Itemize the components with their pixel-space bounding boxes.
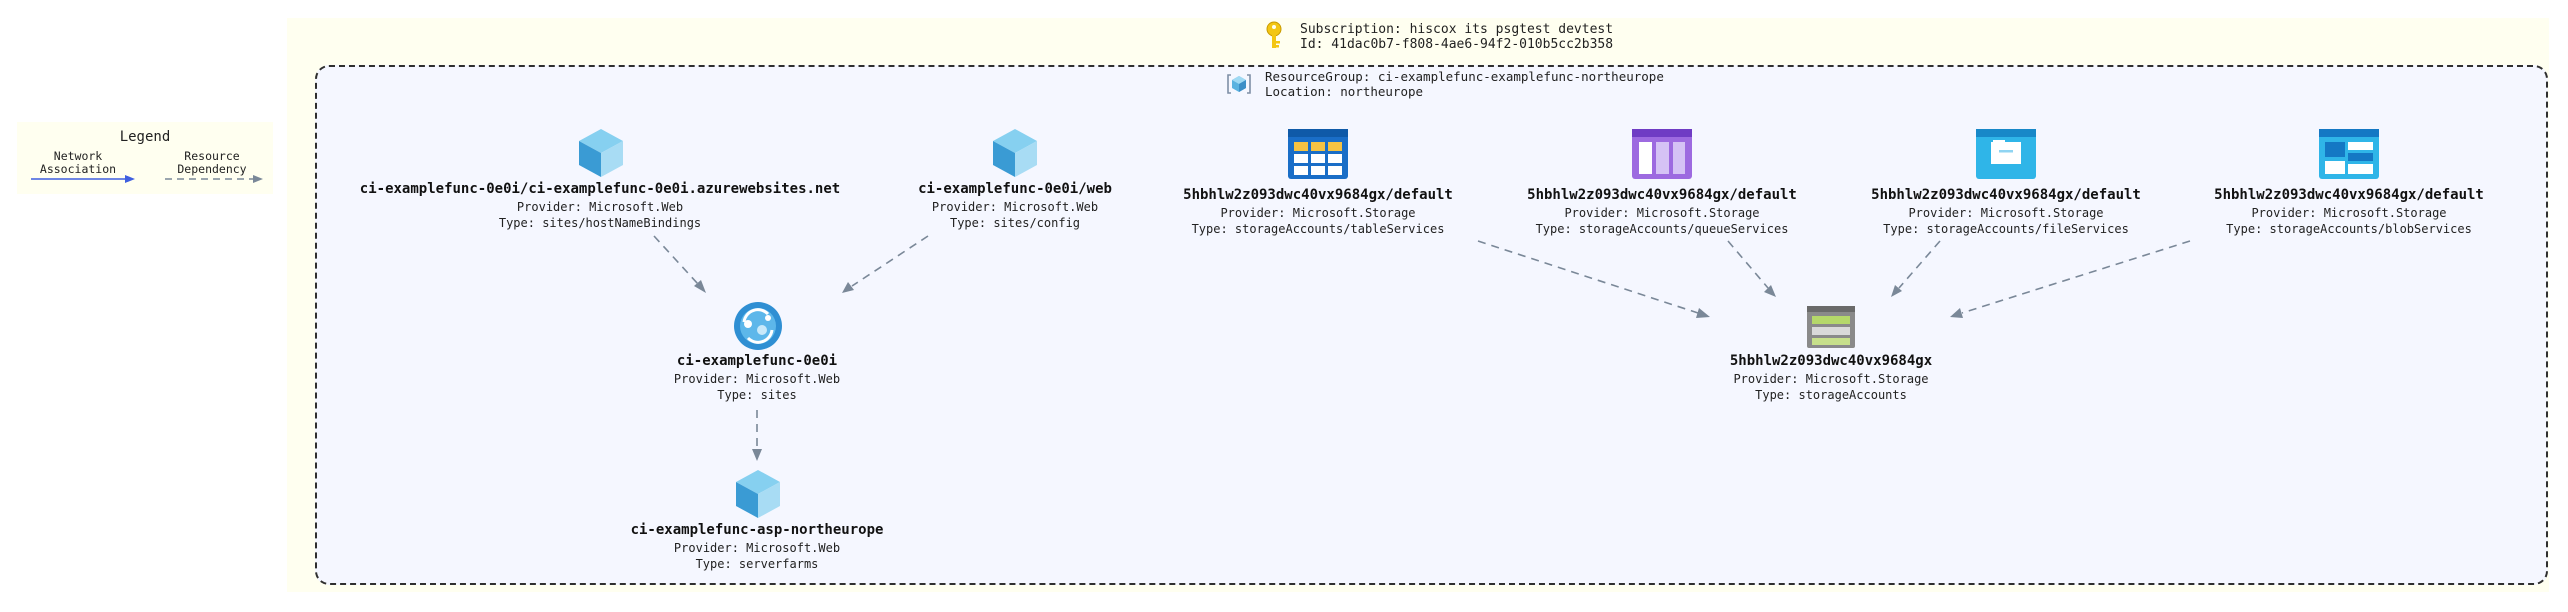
cube-icon — [736, 470, 780, 518]
edge-hostname-to-site — [653, 235, 699, 285]
edge-file-to-storage — [1898, 240, 1941, 289]
node-site-meta: Provider: Microsoft.Web Type: sites — [674, 371, 840, 403]
resource-group-icon — [1227, 74, 1251, 94]
node-type: Type: sites/hostNameBindings — [498, 216, 702, 230]
edge-queue-to-storage — [1727, 240, 1769, 289]
key-icon — [1266, 21, 1282, 48]
arrowhead — [1891, 285, 1902, 297]
node-type: Type: sites/config — [949, 216, 1081, 230]
node-provider: Provider: Microsoft.Storage — [1733, 372, 1929, 386]
node-file-service-meta: Provider: Microsoft.Storage Type: storag… — [1883, 205, 2129, 237]
legend-network-label: Network Association — [39, 149, 117, 176]
storage-account-icon — [1807, 306, 1855, 348]
arrowhead — [752, 449, 762, 461]
arrowhead — [1950, 308, 1963, 318]
subscription-id: Id: 41dac0b7-f808-4ae6-94f2-010b5cc2b358 — [1300, 37, 1614, 52]
app-service-icon — [734, 302, 782, 350]
node-type: Type: storageAccounts — [1755, 388, 1907, 402]
edge-blob-to-storage — [1961, 240, 2191, 314]
legend-title: Legend — [119, 129, 171, 145]
blob-storage-icon — [2319, 129, 2379, 179]
node-provider: Provider: Microsoft.Web — [673, 372, 841, 386]
node-provider: Provider: Microsoft.Web — [516, 200, 684, 214]
cube-icon — [993, 129, 1037, 177]
resource-group-name: ResourceGroup: ci-examplefunc-examplefun… — [1265, 69, 1664, 84]
legend-lines — [31, 175, 263, 183]
legend: Legend Network Association Resource Depe… — [17, 122, 273, 194]
subscription-name: Subscription: hiscox its psgtest devtest — [1300, 22, 1614, 37]
node-provider: Provider: Microsoft.Storage — [1220, 206, 1416, 220]
node-type: Type: storageAccounts/queueServices — [1535, 222, 1789, 236]
node-type: Type: sites — [717, 388, 797, 402]
arrowhead — [694, 280, 706, 293]
node-type: Type: storageAccounts/tableServices — [1191, 222, 1445, 236]
node-site-name: ci-examplefunc-0e0i — [676, 353, 838, 369]
node-queue-service-name: 5hbhlw2z093dwc40vx9684gx/default — [1527, 187, 1797, 203]
arrowhead — [1764, 285, 1776, 297]
node-blob-service-name: 5hbhlw2z093dwc40vx9684gx/default — [2214, 187, 2484, 203]
node-storage-account-name: 5hbhlw2z093dwc40vx9684gx — [1729, 353, 1933, 369]
node-storage-account-meta: Provider: Microsoft.Storage Type: storag… — [1733, 371, 1928, 403]
node-hostname-binding-meta: Provider: Microsoft.Web Type: sites/host… — [499, 199, 701, 231]
edge-table-to-storage — [1477, 240, 1699, 314]
node-type: Type: serverfarms — [695, 557, 819, 571]
queue-storage-icon — [1632, 129, 1692, 179]
node-provider: Provider: Microsoft.Storage — [2251, 206, 2447, 220]
resource-group-location: Location: northeurope — [1265, 84, 1424, 99]
cube-icon — [579, 129, 623, 177]
node-table-service-name: 5hbhlw2z093dwc40vx9684gx/default — [1183, 187, 1453, 203]
node-provider: Provider: Microsoft.Web — [931, 200, 1099, 214]
node-queue-service-meta: Provider: Microsoft.Storage Type: storag… — [1536, 205, 1789, 237]
file-storage-icon — [1976, 129, 2036, 179]
legend-dependency-label: Resource Dependency — [177, 149, 247, 176]
arrowhead — [842, 282, 854, 293]
node-hostname-binding-name: ci-examplefunc-0e0i/ci-examplefunc-0e0i.… — [359, 181, 841, 197]
arrowhead — [1696, 308, 1710, 318]
node-web-config-name: ci-examplefunc-0e0i/web — [918, 181, 1112, 197]
node-provider: Provider: Microsoft.Web — [673, 541, 841, 555]
node-web-config-meta: Provider: Microsoft.Web Type: sites/conf… — [932, 199, 1098, 231]
node-serverfarm-meta: Provider: Microsoft.Web Type: serverfarm… — [674, 540, 840, 572]
node-type: Type: storageAccounts/blobServices — [2226, 222, 2472, 236]
node-serverfarm-name: ci-examplefunc-asp-northeurope — [630, 522, 884, 538]
subscription-label: Subscription: hiscox its psgtest devtest… — [1300, 22, 1613, 52]
node-provider: Provider: Microsoft.Storage — [1908, 206, 2104, 220]
edge-web-to-site — [851, 235, 929, 287]
resource-group-frame — [315, 65, 2548, 585]
resource-group-label: ResourceGroup: ci-examplefunc-examplefun… — [1265, 69, 1664, 99]
node-blob-service-meta: Provider: Microsoft.Storage Type: storag… — [2226, 205, 2472, 237]
node-table-service-meta: Provider: Microsoft.Storage Type: storag… — [1192, 205, 1445, 237]
table-storage-icon — [1288, 129, 1348, 179]
node-type: Type: storageAccounts/fileServices — [1883, 222, 2129, 236]
node-provider: Provider: Microsoft.Storage — [1564, 206, 1760, 220]
node-file-service-name: 5hbhlw2z093dwc40vx9684gx/default — [1871, 187, 2141, 203]
